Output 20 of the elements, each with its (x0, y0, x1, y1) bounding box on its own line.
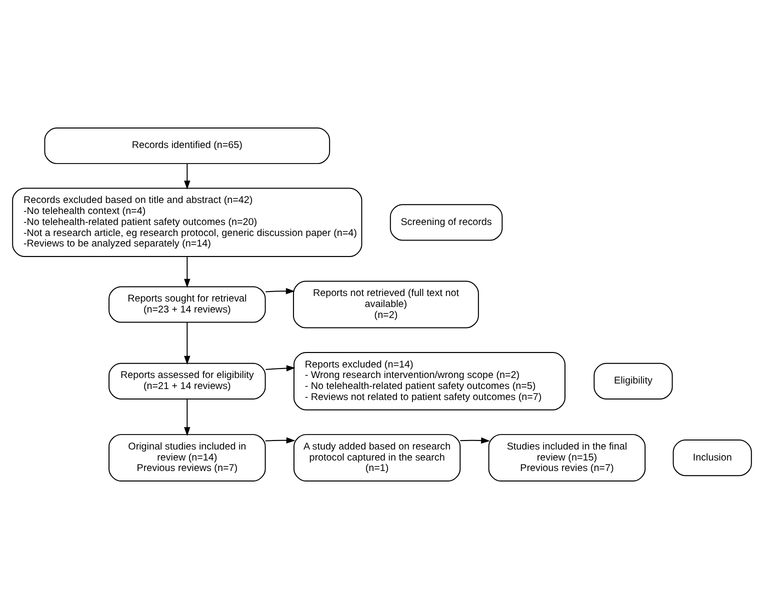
node-box: Inclusion (672, 439, 752, 476)
arrow (184, 162, 190, 190)
node-box: Studies included in the final review (n=15) Previous revies (n=7) (488, 434, 646, 482)
node-box: Records identified (n=65) (44, 126, 330, 164)
node-box: Reports excluded (n=14) - Wrong research intervention/wrong scope (n=2) - No telehealth-related patient safety outcomes (n=5) - Reviews not related to patient safety outcomes (n=7) (293, 351, 566, 410)
arrow (460, 436, 490, 444)
node-box: Reports not retrieved (full text not available) (n=2) (292, 280, 479, 328)
arrow (264, 436, 296, 444)
node-box: Reports sought for retrieval (n=23 + 14 reviews) (108, 286, 266, 322)
arrow (184, 398, 190, 436)
arrow (184, 321, 190, 364)
node-box: Reports assessed for eligibility (n=21 + 14 reviews) (108, 362, 266, 399)
node-box: Eligibility (594, 362, 673, 399)
node-box: Records excluded based on title and abstract (n=42) -No telehealth context (n=4) -No telehealth-related patient safety outcomes (n=20) -Not a research article, eg research protocol, generic discussion paper (n=4) -Reviews to be analyzed separately (n=14) (12, 187, 362, 257)
arrow (265, 364, 296, 371)
node-box: A study added based on research protocol captured in the search (n=1) (293, 434, 461, 482)
node-box: Screening of records (390, 204, 503, 240)
arrow (184, 256, 190, 288)
arrow (265, 288, 295, 294)
node-box: Original studies included in review (n=14) Previous reviews (n=7) (108, 434, 266, 482)
